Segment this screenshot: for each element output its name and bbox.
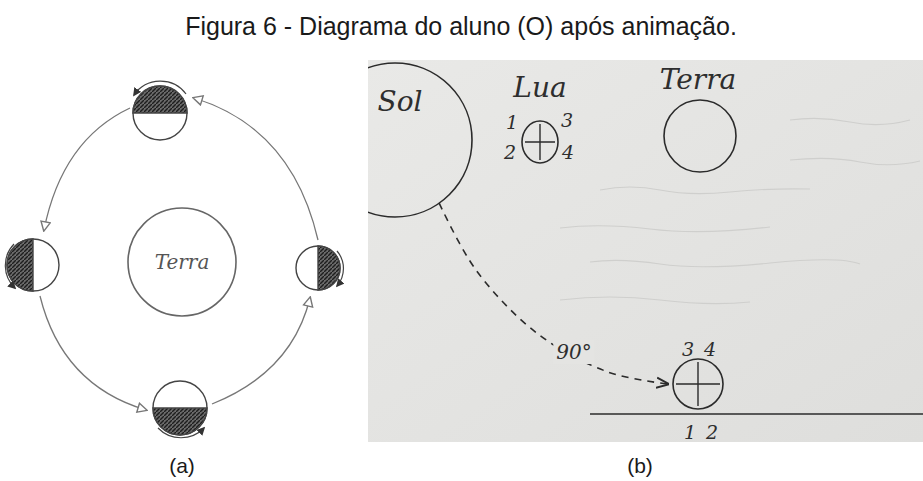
node-outline — [368, 62, 473, 218]
position-number: 3 — [561, 110, 573, 131]
outline-circle — [128, 208, 236, 316]
earth-circle: Terra — [648, 62, 758, 174]
rotation-arrow — [5, 244, 15, 288]
photo-panel — [368, 60, 923, 442]
position-number: 4 — [562, 142, 574, 163]
moon-circle: Lua 1 3 2 4 — [500, 72, 580, 172]
rotation-arrow — [134, 81, 186, 95]
rotation-arrow — [158, 428, 204, 438]
panel-label: (a) — [169, 454, 195, 478]
angle-label: 90° — [553, 340, 594, 364]
orbit-sketch — [40, 98, 318, 410]
figure-title: Figura 6 - Diagrama do aluno (O) após an… — [185, 12, 737, 41]
ground-line — [590, 413, 923, 415]
outline-circle — [664, 100, 736, 172]
position-number: 1 — [684, 422, 696, 443]
outline-circle — [673, 359, 723, 409]
faint-handwriting — [560, 118, 920, 303]
moon-circle: 34 12 — [668, 335, 728, 445]
moon-circle — [153, 381, 207, 435]
moon-circle — [133, 86, 187, 140]
orbit-arrow — [212, 298, 310, 404]
moon-shade — [133, 86, 187, 113]
orbit-arrow — [44, 108, 130, 230]
node-label: Terra — [660, 65, 737, 96]
moon-circle — [296, 246, 340, 290]
sun-circle: Sol — [368, 62, 473, 218]
position-number: 2 — [504, 142, 516, 163]
moon-shade — [318, 246, 340, 290]
panel-label: (b) — [627, 454, 653, 478]
position-number: 3 — [682, 339, 694, 360]
outline-circle — [368, 63, 472, 217]
quadrant-cross — [676, 362, 720, 406]
node-label: Terra — [155, 251, 210, 273]
outline-circle — [522, 121, 558, 163]
moon-circle — [7, 239, 59, 291]
node-outline — [668, 335, 728, 445]
moon-phases — [7, 86, 340, 435]
rotation-arrows — [5, 81, 343, 438]
position-number: 1 — [506, 112, 518, 133]
quadrant-cross — [525, 124, 555, 160]
earth-circle: Terra — [127, 207, 237, 317]
node-label: Sol — [378, 87, 423, 118]
dashed-arrow — [439, 203, 668, 384]
orbit-arrow — [40, 296, 146, 410]
node-label: Lua — [513, 73, 566, 104]
rotation-arrow — [337, 251, 343, 286]
position-number: 2 — [706, 422, 718, 443]
position-number: 4 — [704, 339, 716, 360]
